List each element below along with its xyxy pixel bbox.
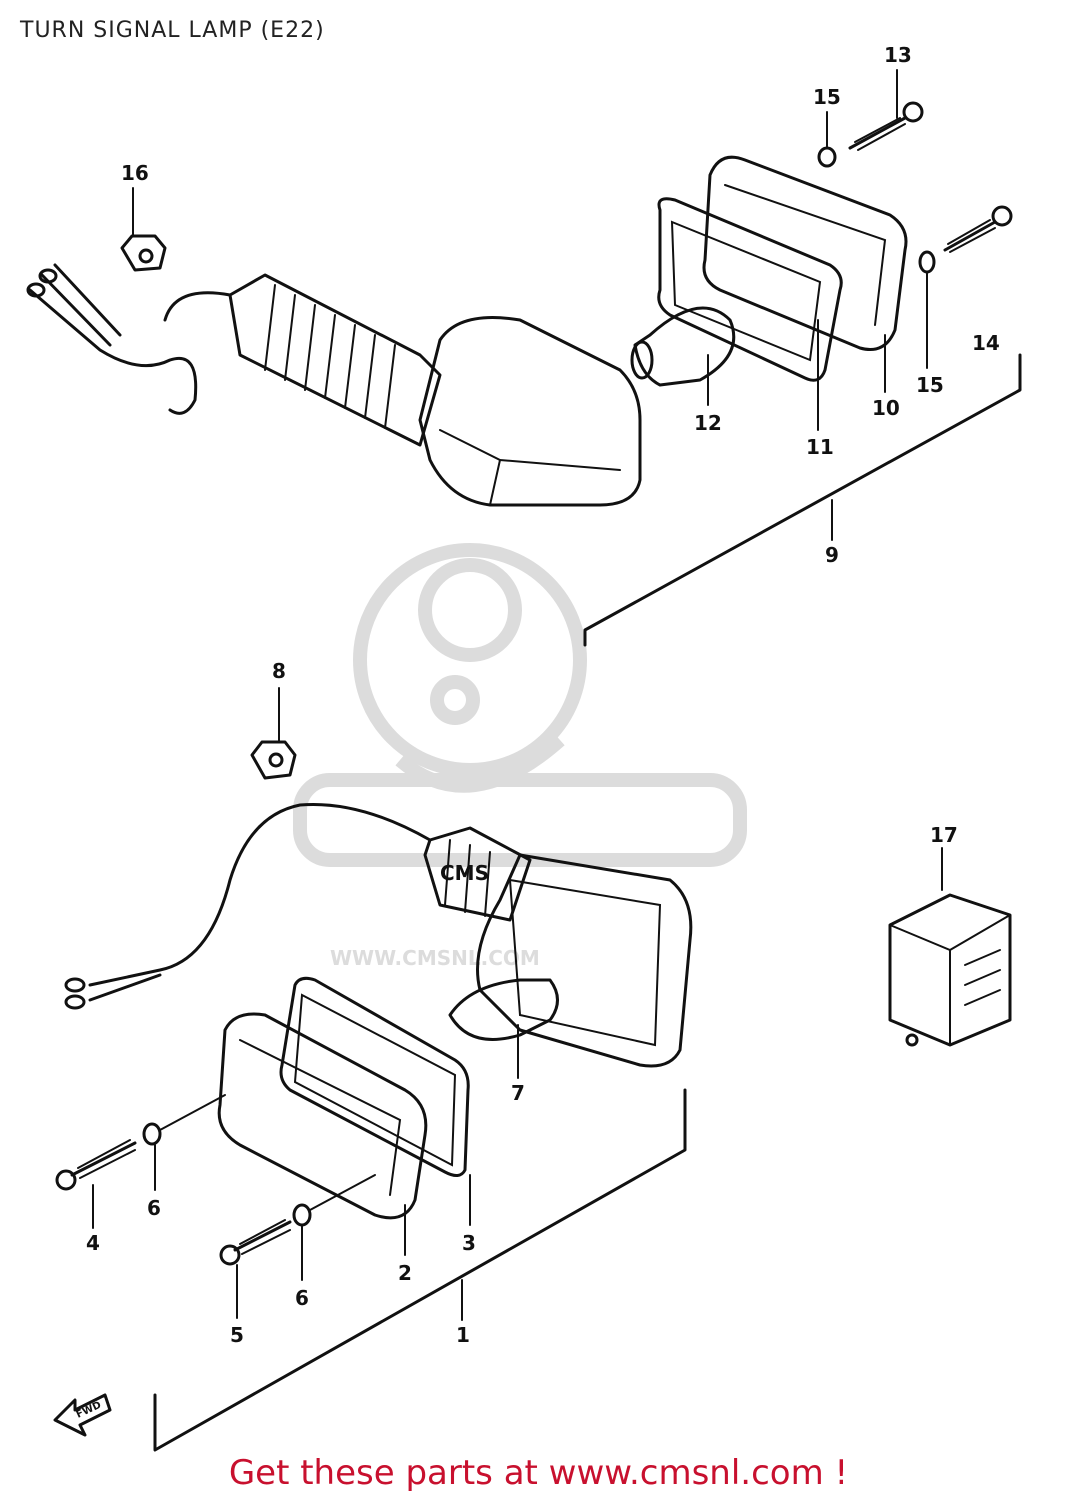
flasher-relay (888, 893, 1012, 1047)
callout-1: 1 (456, 1323, 470, 1347)
upper-turn-signal-assembly (26, 101, 1013, 507)
callout-6b: 6 (295, 1286, 309, 1310)
leader-lines (92, 69, 943, 1319)
lens-upper (702, 155, 908, 351)
callout-8: 8 (272, 659, 286, 683)
callout-10: 10 (872, 396, 900, 420)
cms-watermark: CMS WWW.CMSNL.COM (293, 543, 747, 970)
front-direction-arrow: FWD (53, 1393, 112, 1437)
footer-link[interactable]: Get these parts at www.cmsnl.com ! (228, 1453, 849, 1493)
callout-12: 12 (694, 411, 722, 435)
watermark-url: WWW.CMSNL.COM (330, 946, 540, 970)
callout-11: 11 (806, 435, 834, 459)
callout-3: 3 (462, 1231, 476, 1255)
callout-9: 9 (825, 543, 839, 567)
lower-turn-signal-assembly (55, 740, 693, 1266)
callout-15b: 15 (916, 373, 944, 397)
callout-6a: 6 (147, 1196, 161, 1220)
callout-13: 13 (884, 43, 912, 67)
callout-17: 17 (930, 823, 958, 847)
lens-lower (217, 1012, 428, 1220)
callout-14: 14 (972, 331, 1000, 355)
gasket-upper (657, 197, 843, 382)
callout-5: 5 (230, 1323, 244, 1347)
callout-4: 4 (86, 1231, 100, 1255)
callout-2: 2 (398, 1261, 412, 1285)
bulb-lower (448, 978, 559, 1041)
callouts: 1 2 3 4 5 6 6 7 8 9 10 11 12 13 14 15 15… (86, 43, 1000, 1347)
callout-16: 16 (121, 161, 149, 185)
gasket-lower (279, 976, 470, 1177)
callout-15a: 15 (813, 85, 841, 109)
callout-7: 7 (511, 1081, 525, 1105)
page-title: TURN SIGNAL LAMP (E22) (20, 18, 325, 43)
